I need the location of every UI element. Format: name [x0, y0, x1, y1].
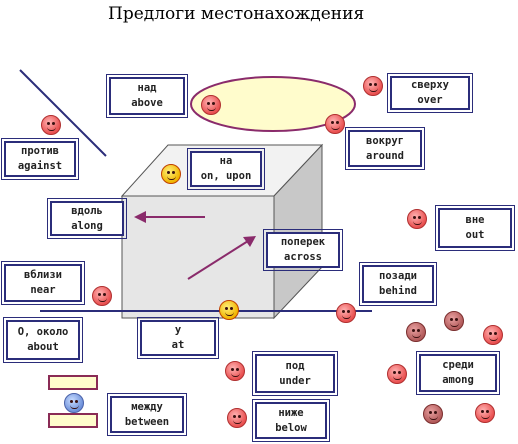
smiley-face-icon — [406, 322, 426, 342]
smiley-face-icon — [483, 325, 503, 345]
page-title: Предлоги местонахождения — [108, 4, 365, 24]
label-on-en: on, upon — [200, 170, 252, 182]
label-against-en: against — [17, 160, 63, 172]
smiley-face-icon — [227, 408, 247, 428]
label-on-ru: на — [219, 155, 233, 167]
label-between-en: between — [124, 415, 170, 428]
label-behind-en: behind — [379, 285, 417, 297]
smiley-face-icon — [219, 300, 239, 320]
across-arrow — [187, 240, 249, 280]
label-about-ru: О, около — [17, 326, 69, 338]
label-at-en: at — [171, 339, 185, 351]
label-among-ru: среди — [442, 359, 474, 371]
smiley-face-icon — [161, 164, 181, 184]
smiley-face-icon — [201, 95, 221, 115]
label-across-ru: поперек — [280, 236, 326, 248]
label-above-en: above — [131, 97, 163, 109]
label-over: сверху over — [387, 73, 473, 113]
label-about: О, около about — [3, 317, 83, 363]
label-across-en: across — [284, 251, 322, 263]
across-arrow-head — [243, 236, 256, 247]
label-over-en: over — [417, 94, 443, 106]
label-along-en: along — [71, 219, 103, 232]
label-around-en: around — [366, 149, 404, 162]
smiley-face-icon — [444, 311, 464, 331]
label-under-ru: под — [285, 359, 305, 372]
smiley-face-icon — [475, 403, 495, 423]
label-above: над above — [106, 74, 188, 118]
label-around: вокруг around — [345, 127, 425, 170]
label-against-ru: против — [21, 145, 59, 157]
label-against: против against — [1, 138, 79, 180]
label-out-ru: вне — [465, 214, 485, 226]
label-out: вне out — [435, 205, 515, 251]
label-between: между between — [107, 393, 187, 436]
smiley-face-icon — [423, 404, 443, 424]
label-along-ru: вдоль — [71, 204, 103, 217]
label-out-en: out — [465, 229, 485, 241]
label-near-en: near — [30, 284, 56, 296]
label-among: среди among — [416, 351, 500, 395]
label-along: вдоль along — [47, 198, 127, 239]
label-below: ниже below — [252, 399, 330, 442]
label-between-ru: между — [131, 400, 163, 413]
label-under: под under — [252, 351, 338, 396]
around-ellipse — [190, 76, 356, 132]
label-below-en: below — [275, 421, 307, 434]
label-across: поперек across — [263, 229, 343, 271]
label-at-ru: у — [174, 324, 182, 336]
against-line — [19, 69, 107, 157]
label-around-ru: вокруг — [366, 134, 404, 147]
label-at: у at — [137, 317, 219, 359]
smiley-face-icon — [41, 115, 61, 135]
label-below-ru: ниже — [278, 406, 304, 419]
smiley-face-icon — [363, 76, 383, 96]
label-about-en: about — [27, 341, 59, 353]
label-above-ru: над — [137, 82, 157, 94]
label-near-ru: вблизи — [24, 269, 62, 281]
smiley-face-icon — [92, 286, 112, 306]
between-box-top — [48, 375, 98, 390]
smiley-face-icon — [336, 303, 356, 323]
label-behind-ru: позади — [379, 270, 417, 282]
label-under-en: under — [279, 374, 311, 387]
label-behind: позади behind — [359, 262, 437, 306]
along-arrow-head — [134, 211, 146, 223]
label-on: на on, upon — [187, 148, 265, 190]
label-over-ru: сверху — [411, 79, 449, 91]
smiley-face-icon — [325, 114, 345, 134]
smiley-face-icon — [225, 361, 245, 381]
smiley-face-icon — [64, 393, 84, 413]
label-among-en: among — [442, 374, 474, 386]
smiley-face-icon — [387, 364, 407, 384]
smiley-face-icon — [407, 209, 427, 229]
label-near: вблизи near — [1, 261, 85, 305]
between-box-bottom — [48, 413, 98, 428]
